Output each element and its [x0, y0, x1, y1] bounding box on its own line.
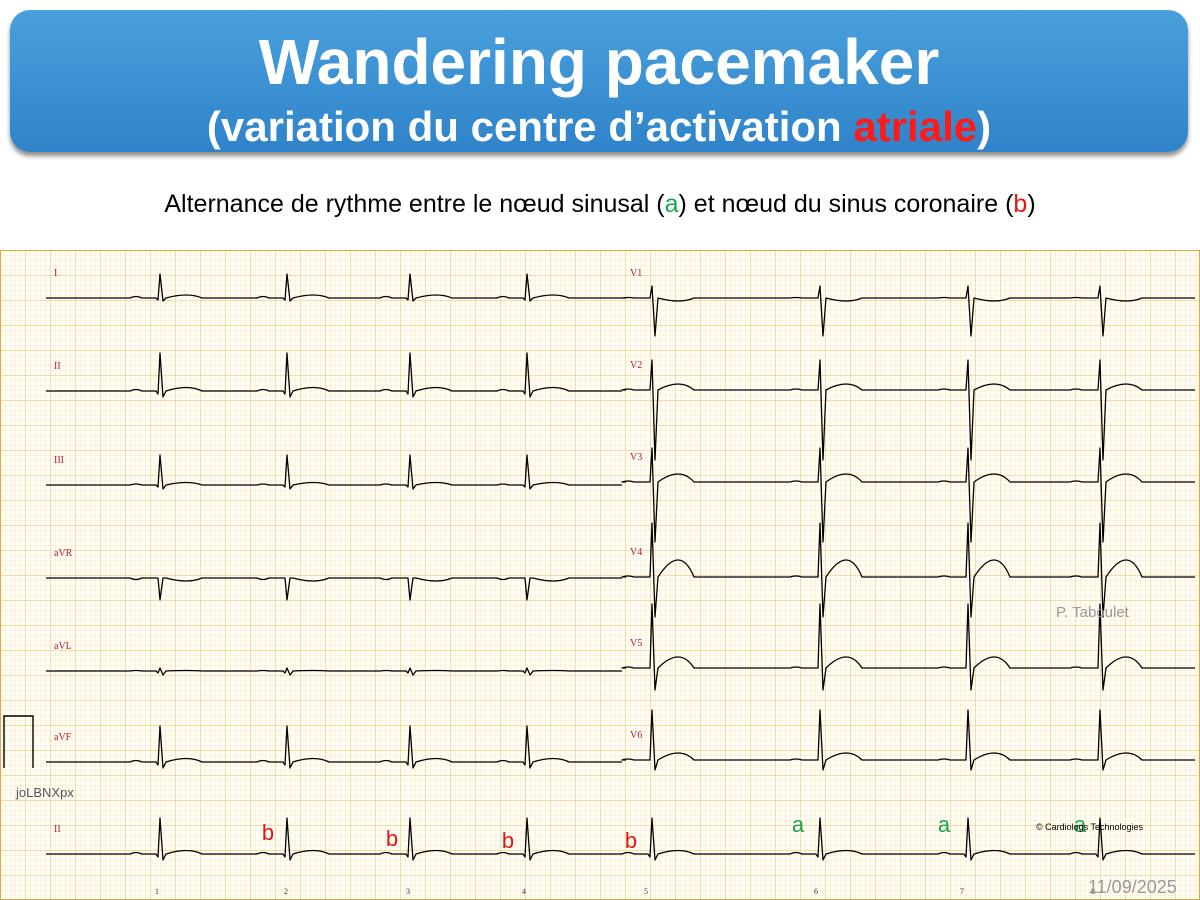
ecg-trace-v4: [621, 522, 1195, 618]
time-tick: 5: [644, 887, 648, 896]
record-id: joLBNXpx: [15, 785, 74, 800]
lead-label: II: [54, 361, 61, 372]
ecg-trace-i-0: [46, 273, 622, 302]
title-banner: Wandering pacemaker (variation du centre…: [10, 10, 1188, 152]
slide-title: Wandering pacemaker: [258, 26, 940, 98]
ecg-traces: [46, 273, 1195, 861]
ecg-trace-ii-1: [46, 352, 622, 398]
beat-marker-a: a: [792, 812, 805, 837]
lead-label: aVF: [54, 732, 72, 743]
ecg-trace-avl-4: [46, 667, 622, 676]
time-ticks: 1 2 3 4 5 6 7 8: [155, 887, 1095, 896]
ecg-trace-v3: [621, 447, 1195, 543]
time-tick: 3: [406, 887, 410, 896]
ecg-trace-avf-5: [46, 725, 622, 769]
lead-label: V3: [630, 452, 642, 463]
ecg-grid: [0, 250, 1200, 900]
ecg-trace-v2: [621, 359, 1195, 461]
beat-marker-b: b: [262, 820, 274, 845]
calibration-pulse: [3, 715, 34, 768]
ecg-trace-iii-2: [46, 454, 622, 490]
date: 11/09/2025: [1088, 877, 1177, 897]
beat-marker-b: b: [386, 826, 398, 851]
lead-label: V1: [630, 268, 642, 279]
lead-label: V2: [630, 360, 642, 371]
caption-b: b: [1013, 190, 1028, 218]
ecg-trace-v6: [621, 709, 1195, 771]
ecg-trace-v5: [621, 603, 1195, 691]
lead-label: I: [54, 268, 57, 279]
author-watermark: P. Taboulet: [1056, 604, 1130, 621]
lead-label: aVL: [54, 641, 72, 652]
time-tick: 1: [155, 887, 159, 896]
copyright: © Cardiologs Technologies: [1036, 822, 1144, 832]
ecg-trace-avr-3: [46, 577, 622, 601]
beat-marker-b: b: [502, 828, 514, 853]
slide-subtitle: (variation du centre d’activation atrial…: [10, 102, 1188, 152]
time-tick: 8: [1091, 887, 1095, 896]
lead-label: V6: [630, 730, 642, 741]
time-tick: 7: [960, 887, 964, 896]
time-tick: 2: [284, 887, 288, 896]
ecg-trace-ii-6: [46, 817, 1195, 861]
caption-part2: ) et nœud du sinus coronaire (: [678, 190, 1014, 218]
caption-a: a: [664, 190, 679, 218]
lead-label: aVR: [54, 548, 73, 559]
beat-marker-a: a: [1074, 812, 1087, 837]
time-tick: 6: [814, 887, 818, 896]
ecg-trace-v1: [621, 285, 1195, 337]
lead-label: V4: [630, 547, 642, 558]
lead-label: III: [54, 455, 64, 466]
lead-label: II: [54, 824, 61, 835]
subtitle-close: ): [977, 103, 992, 150]
beat-marker-a: a: [938, 812, 951, 837]
subtitle-highlight: atriale: [853, 103, 978, 150]
time-tick: 4: [522, 887, 526, 896]
beat-marker-b: b: [625, 828, 637, 853]
caption: Alternance de rythme entre le nœud sinus…: [0, 190, 1200, 219]
subtitle-text: (variation du centre d’activation: [206, 103, 854, 150]
caption-part1: Alternance de rythme entre le nœud sinus…: [164, 190, 665, 218]
lead-label: V5: [630, 638, 642, 649]
caption-part3: ): [1027, 190, 1036, 218]
